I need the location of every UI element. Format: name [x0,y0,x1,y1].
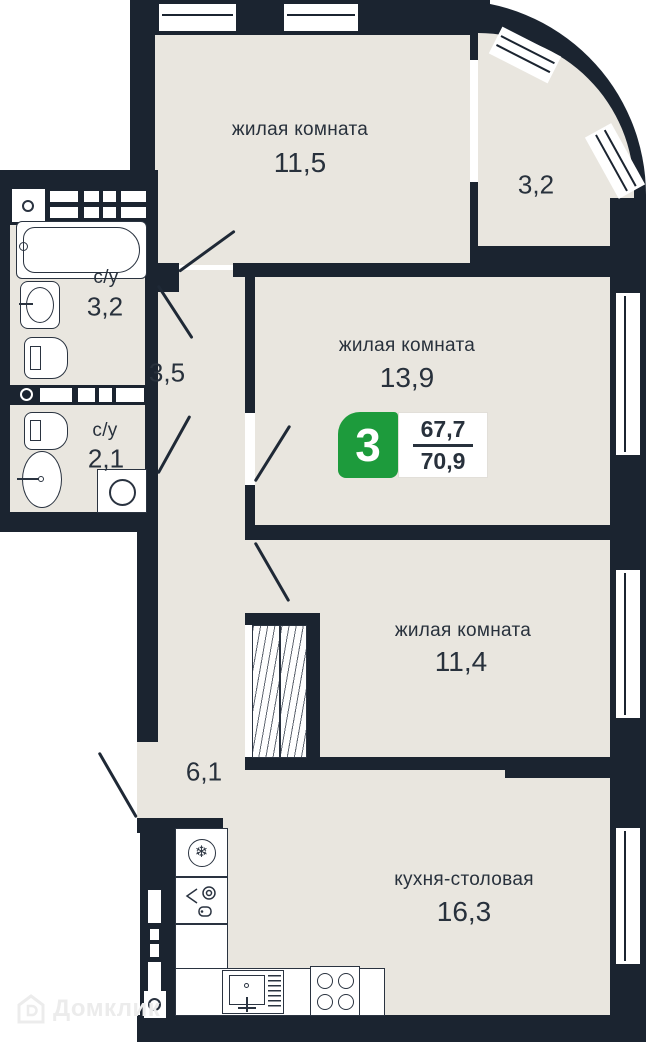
wall-bath-left [0,170,10,532]
vent-cell [50,207,78,218]
vent-cell [116,388,144,402]
floor-hall [158,270,245,833]
shaft-cell [150,929,159,940]
wall-bath-top [0,170,158,190]
wardrobe-icon [252,625,307,758]
wall-bottom [137,1015,646,1042]
apartment-badge: 3 67,7 70,9 [338,412,488,478]
window-right-2 [616,570,640,718]
floor-kitchen-2 [315,770,612,833]
domclick-logo-icon [17,994,45,1024]
wall-living2-left-lower [245,485,255,540]
kitchen-name: кухня-столовая [394,869,534,890]
living1-name: жилая комната [231,119,369,140]
kitchen-sink-icon [222,970,284,1014]
bath1-area: 3,2 [86,291,124,322]
entry-opening [137,742,158,818]
kitchen-area: 16,3 [436,896,492,927]
dishwasher-icon [175,877,228,924]
shaft-cell [148,962,161,992]
vent-cell [103,191,116,202]
vent-cell [121,191,146,202]
vent-cell [50,191,78,202]
living2-area: 13,9 [379,362,435,393]
stove-icon [310,966,360,1016]
watermark-text: Домклик [53,995,161,1022]
vent-cell [99,388,112,402]
corridor-area: 6,1 [185,756,223,787]
vent-cell [84,207,99,218]
shaft-cell [150,944,159,957]
shaft-cell [148,890,161,923]
bathtub-icon [16,221,147,279]
washbasin-icon [17,451,62,508]
wall-living3-bottom [245,757,513,770]
wall-corridor-left [137,530,158,742]
living3-name: жилая комната [394,620,532,641]
washing-machine-icon [97,469,147,513]
wall-living3-bottom-right [505,757,613,778]
hall-area: 3,5 [148,357,186,388]
wall-balcony-bottom [470,246,613,277]
bath2-name: с/у [92,420,118,441]
vent-cell [78,388,95,402]
rooms-count-badge: 3 [338,412,398,478]
wall-living2-left-upper [245,263,255,413]
floor-living1 [155,35,470,265]
floor-living2 [255,277,610,525]
snowflake-icon: ❄ [194,844,209,861]
living2-name: жилая комната [338,335,476,356]
wall-wardrobe-right [307,613,320,770]
pipe-box-icon [144,991,166,1018]
window-right-3 [616,828,640,964]
washbasin-icon [19,281,60,329]
area-divider [413,444,473,447]
window-top-1 [159,4,236,31]
wall-bath-bottom [0,512,158,532]
living3-area: 11,4 [434,646,488,677]
area-box: 67,7 70,9 [398,412,488,478]
door-entry [97,751,138,819]
vent-cell [84,191,99,202]
total-area-value: 70,9 [420,448,466,474]
wall-top-left [130,0,155,192]
balcony-glass-partition [470,60,478,182]
balcony-area: 3,2 [517,169,555,200]
vent-cell [40,388,72,402]
window-top-2 [284,4,358,31]
bath1-name: с/у [93,267,119,288]
wall-wardrobe-top [245,613,320,625]
wall-bath-right [145,170,158,532]
pipe-icon [20,388,33,401]
living-area-value: 67,7 [420,416,466,442]
window-right-1 [616,293,640,455]
living1-area: 11,5 [273,147,327,178]
vent-cell [103,207,116,218]
vent-cell [121,207,146,218]
fridge-icon: ❄ [175,828,228,877]
kitchen-counter [175,924,228,970]
floor-hall-3 [245,763,315,833]
bath2-area: 2,1 [87,443,125,474]
watermark: Домклик [16,993,160,1025]
vent-box-icon [12,189,45,222]
wall-living2-bottom [245,525,613,540]
toilet-icon [24,337,68,379]
toilet-icon [24,412,68,450]
